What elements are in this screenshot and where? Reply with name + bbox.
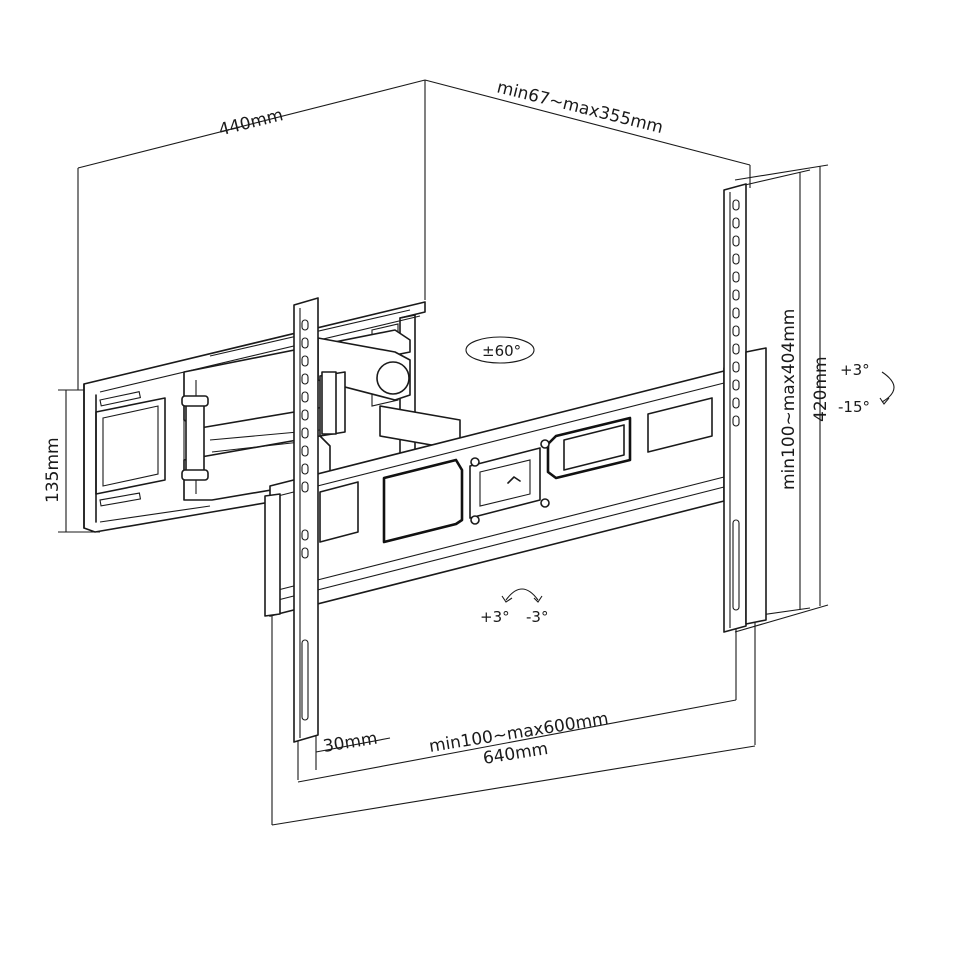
level-arc-icon [505,588,539,601]
label-plate-height: 135mm [43,437,63,503]
label-total-height: 420mm [811,356,831,422]
label-extension: min67~max355mm [495,77,665,138]
label-tilt-up: +3° [840,361,870,379]
left-vertical-bracket [293,297,319,743]
label-level-plus: +3° [480,608,510,626]
label-level-minus: -3° [526,608,548,626]
dimension-lines [58,79,829,826]
label-swivel: ±60° [482,342,521,360]
label-depth: 440mm [217,105,285,140]
tilt-arc-icon [881,371,895,403]
bracket-slots-right [732,199,740,611]
rotation-arrows [465,336,895,603]
swivel-arc-icon [465,336,535,364]
bracket-slots-left [301,319,309,721]
label-vertical-range: min100~max404mm [779,309,799,490]
label-tilt-down: -15° [838,398,870,416]
label-rail-width: 30mm [322,729,379,757]
right-vertical-bracket [723,183,767,633]
